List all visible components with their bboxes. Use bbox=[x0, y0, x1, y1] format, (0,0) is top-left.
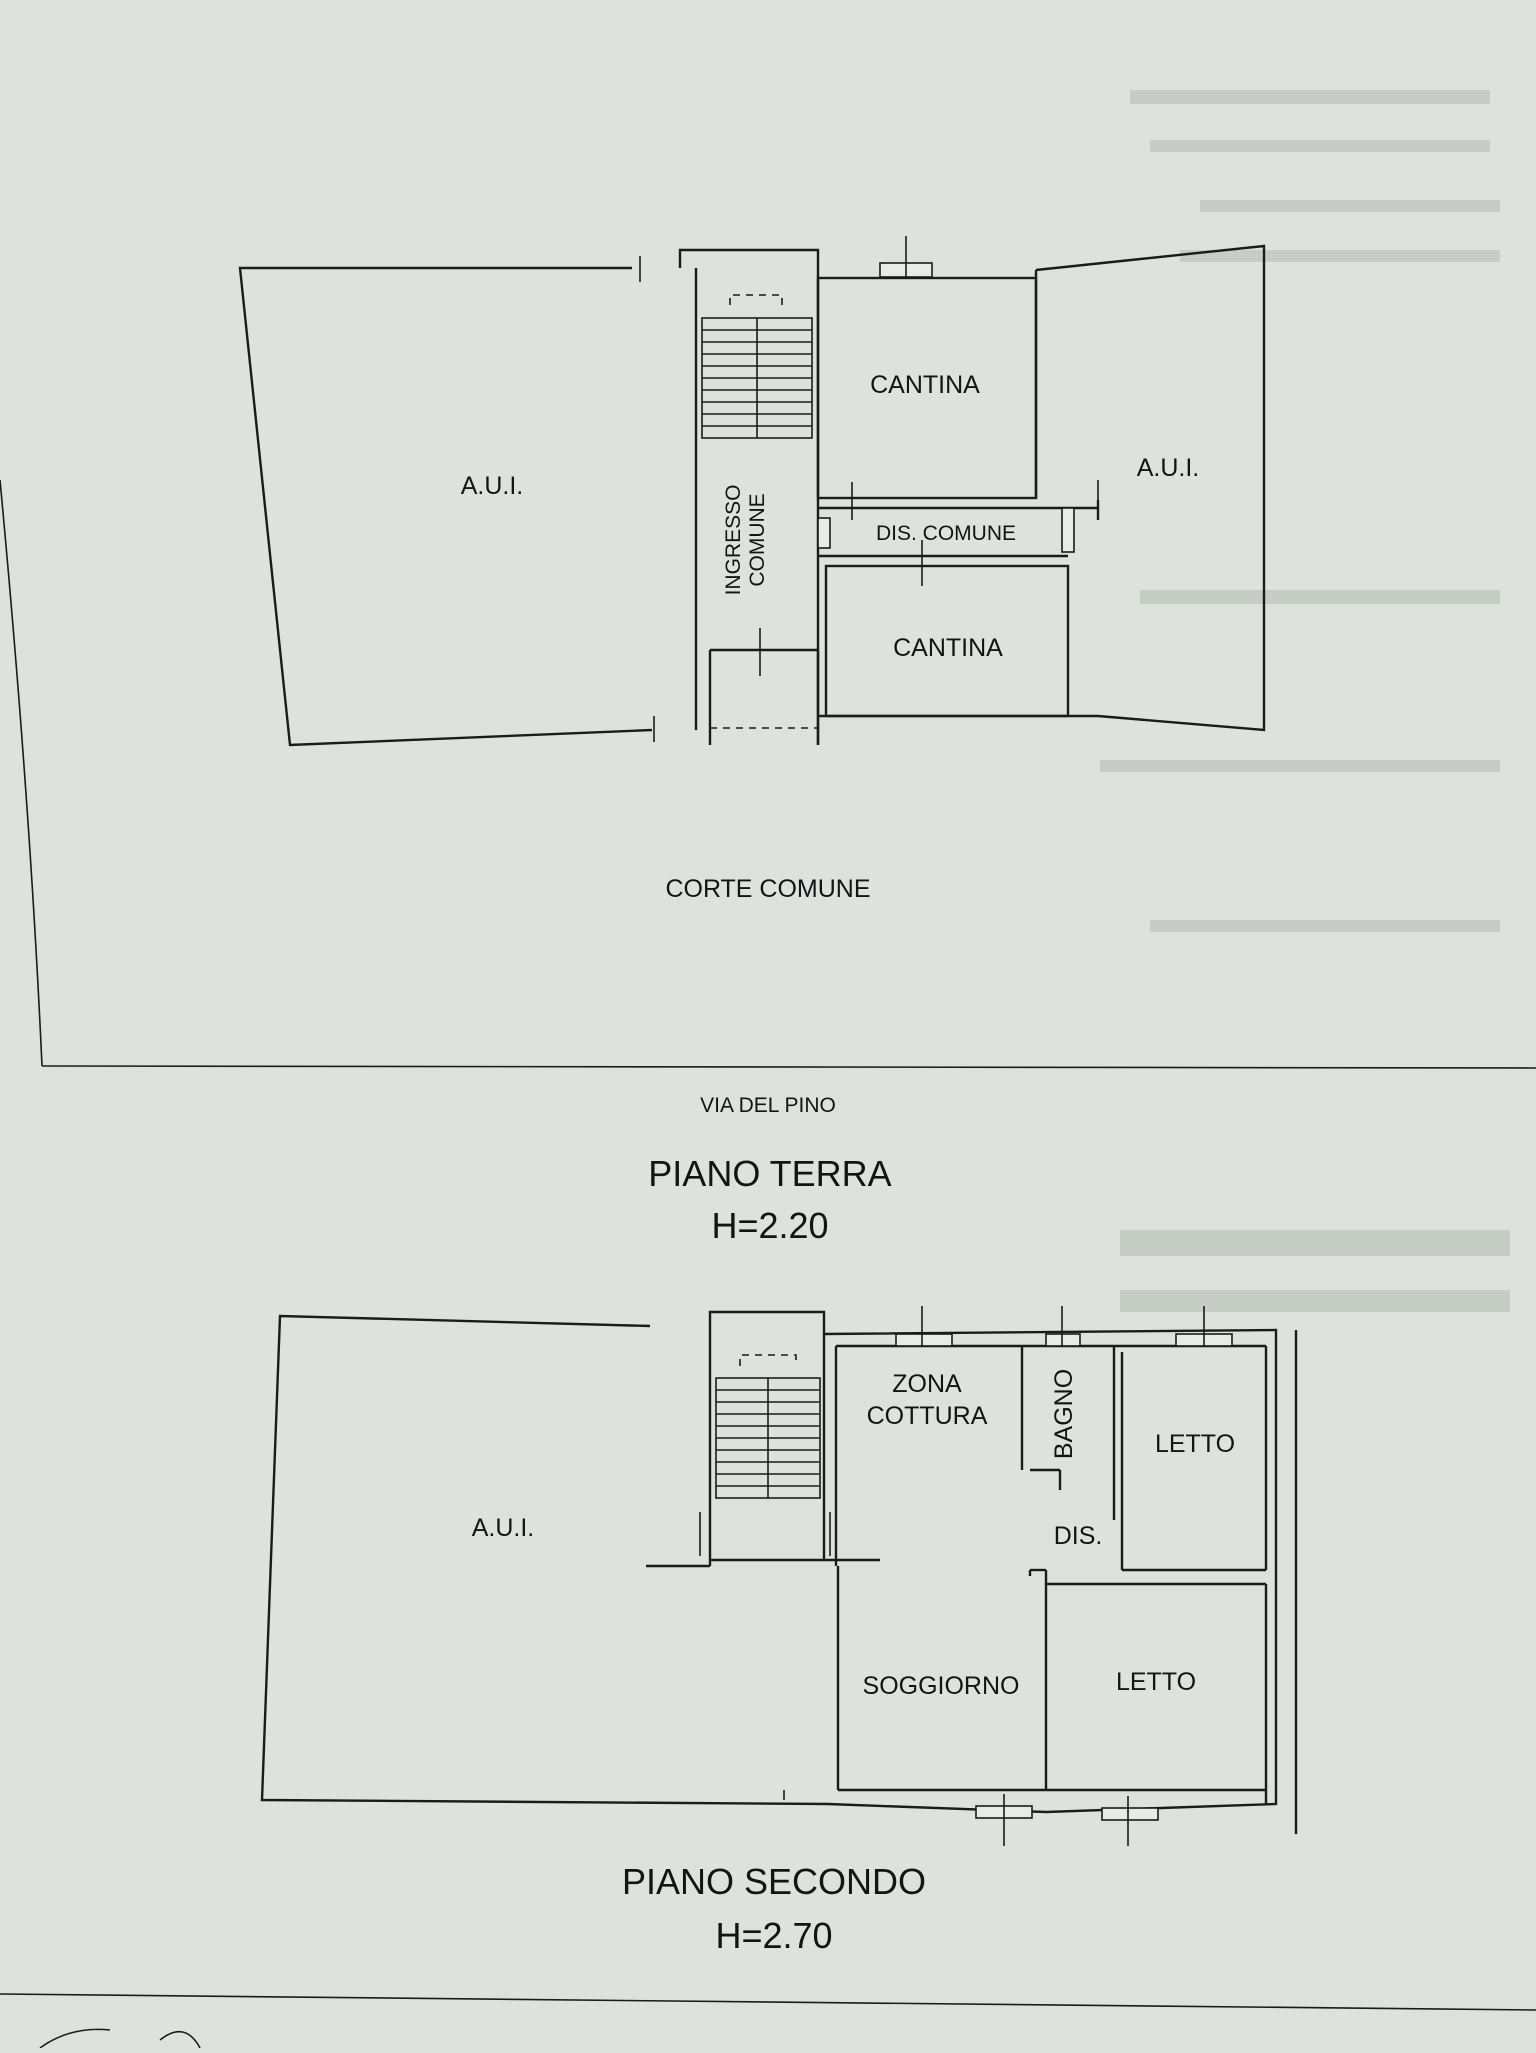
label-aui-secondo: A.U.I. bbox=[472, 1514, 535, 1542]
handwritten-mark bbox=[39, 2028, 201, 2049]
label-letto-bottom: LETTO bbox=[1116, 1668, 1196, 1696]
label-corte-comune: CORTE COMUNE bbox=[665, 875, 870, 903]
title-piano-terra: PIANO TERRA bbox=[648, 1153, 891, 1194]
title-piano-secondo: PIANO SECONDO bbox=[622, 1861, 926, 1902]
stair-core-top bbox=[678, 248, 820, 268]
label-zona-line1: ZONA bbox=[892, 1370, 962, 1398]
door-dis-comune-east bbox=[1061, 507, 1075, 553]
label-dis-comune: DIS. COMUNE bbox=[876, 522, 1016, 545]
aui-secondo-walls bbox=[260, 1314, 829, 1806]
sheet-bottom-edge bbox=[0, 1993, 1536, 2011]
label-soggiorno: SOGGIORNO bbox=[863, 1672, 1020, 1700]
label-street: VIA DEL PINO bbox=[700, 1094, 836, 1117]
corte-boundary-street bbox=[41, 1065, 1536, 1069]
staircase-secondo bbox=[715, 1354, 821, 1499]
height-piano-secondo: H=2.70 bbox=[715, 1915, 832, 1956]
window-bagno bbox=[1045, 1333, 1081, 1347]
label-letto-top: LETTO bbox=[1155, 1430, 1235, 1458]
stair-core-secondo bbox=[708, 1310, 826, 1334]
label-aui-right: A.U.I. bbox=[1137, 454, 1200, 482]
apartment-outer-walls bbox=[823, 1328, 1278, 1814]
label-aui-left: A.U.I. bbox=[461, 472, 524, 500]
piano-terra-plan bbox=[0, 236, 1536, 1069]
corte-boundary-left bbox=[0, 479, 43, 1067]
window-letto-bottom bbox=[1101, 1807, 1159, 1821]
label-zona-line2: COTTURA bbox=[867, 1402, 988, 1430]
staircase-terra bbox=[701, 294, 813, 439]
aui-right-walls bbox=[1035, 244, 1266, 732]
label-ingresso-comune: INGRESSO COMUNE bbox=[722, 485, 769, 596]
label-cantina-bottom: CANTINA bbox=[893, 634, 1003, 662]
aui-left-walls bbox=[238, 266, 653, 747]
piano-secondo-plan bbox=[260, 1306, 1298, 1846]
label-dis: DIS. bbox=[1054, 1522, 1103, 1550]
height-piano-terra: H=2.20 bbox=[711, 1205, 828, 1246]
door-dis-comune-west bbox=[817, 517, 831, 549]
label-ingresso-line2: COMUNE bbox=[746, 493, 769, 586]
label-cantina-top: CANTINA bbox=[870, 371, 980, 399]
bleed-through-text bbox=[1100, 90, 1510, 1312]
label-bagno: BAGNO bbox=[1050, 1369, 1078, 1459]
label-ingresso-line1: INGRESSO bbox=[722, 485, 745, 596]
window-zona-cottura bbox=[895, 1333, 953, 1347]
